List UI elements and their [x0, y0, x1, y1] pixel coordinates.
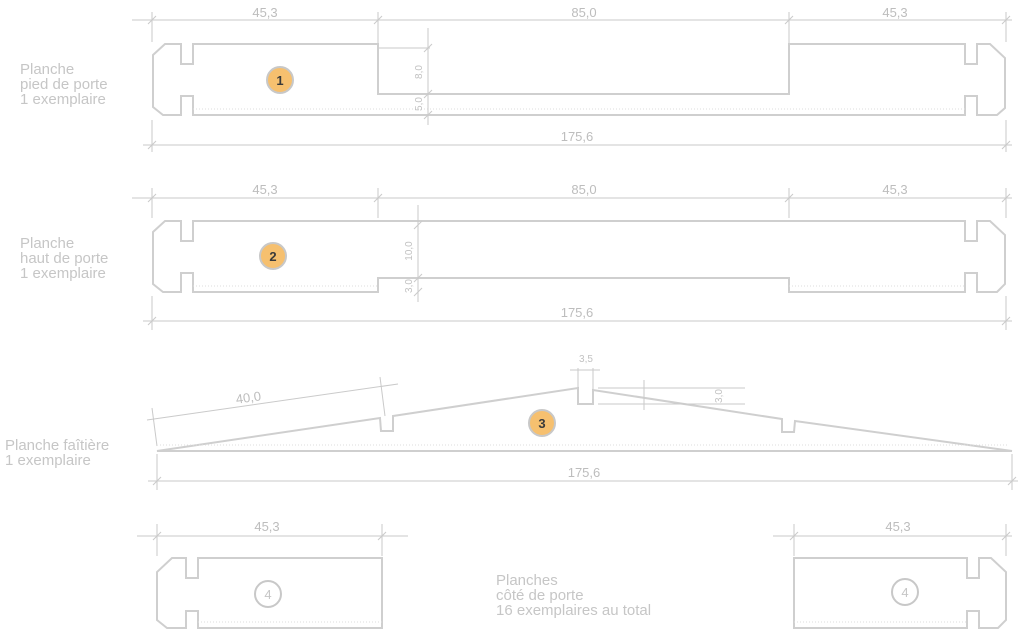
p4-right-dim: 45,3 — [885, 519, 910, 534]
part-4-label-line-2: côté de porte — [496, 587, 584, 604]
p1-dim-middle: 85,0 — [571, 5, 596, 20]
part-4-label: Planches côté de porte 16 exemplaires au… — [496, 573, 651, 618]
p1-dim-right: 45,3 — [882, 5, 907, 20]
part-2-label-line-2: haut de porte — [20, 250, 109, 267]
p3-notch-depth: 3,0 — [714, 389, 725, 403]
p1-dim-left: 45,3 — [252, 5, 277, 20]
p4-left-dim: 45,3 — [254, 519, 279, 534]
badge-3 — [528, 409, 556, 437]
badge-3-number: 3 — [538, 416, 545, 431]
board-3-outline — [156, 386, 1013, 452]
part-4-drawing: 45,3 4 45,3 4 — [137, 519, 1012, 629]
p2-remaining: 3,0 — [404, 279, 415, 293]
part-3-label-line-1: Planche faîtière — [5, 437, 110, 454]
part-4-label-line-3: 16 exemplaires au total — [496, 602, 652, 619]
badge-4-left — [254, 580, 282, 608]
part-1-label: Planche pied de porte 1 exemplaire — [20, 62, 108, 107]
p1-remaining: 5,0 — [414, 97, 425, 111]
p2-dim-left: 45,3 — [252, 182, 277, 197]
badge-1 — [266, 66, 294, 94]
part-2-label: Planche haut de porte 1 exemplaire — [20, 236, 108, 281]
p1-dim-total: 175,6 — [561, 129, 594, 144]
part-1-label-line-1: Planche — [20, 61, 75, 78]
badge-1-number: 1 — [276, 73, 283, 88]
board-1-outline — [152, 43, 1006, 116]
board-4-left-outline — [156, 557, 383, 629]
badge-4-right — [891, 578, 919, 606]
p2-dim-right: 45,3 — [882, 182, 907, 197]
p1-cut-height: 8,0 — [414, 65, 425, 79]
part-2-label-line-3: 1 exemplaire — [20, 265, 106, 282]
badge-4-left-number: 4 — [264, 587, 271, 602]
badge-2-number: 2 — [269, 249, 276, 264]
part-4-label-line-1: Planches — [496, 572, 558, 589]
board-4-right-outline — [793, 557, 1007, 629]
badge-2 — [259, 242, 287, 270]
part-2-drawing: 45,3 85,0 45,3 10,0 3,0 175,6 2 — [132, 182, 1012, 330]
part-1-drawing: 45,3 85,0 45,3 8,0 5,0 175,6 1 — [132, 5, 1012, 152]
part-2-label-line-1: Planche — [20, 235, 75, 252]
p3-dim-total: 175,6 — [568, 465, 601, 480]
part-1-label-line-3: 1 exemplaire — [20, 91, 106, 108]
part-3-label: Planche faîtière 1 exemplaire — [5, 438, 109, 468]
part-3-label-line-2: 1 exemplaire — [5, 452, 91, 469]
p3-notch-width: 3,5 — [579, 354, 593, 365]
p2-dim-total: 175,6 — [561, 305, 594, 320]
badge-4-right-number: 4 — [901, 585, 908, 600]
p2-cut-height: 10,0 — [404, 241, 415, 261]
p2-dim-middle: 85,0 — [571, 182, 596, 197]
part-3-drawing: 40,0 3,5 3,0 175,6 3 — [146, 354, 1018, 490]
p3-slope-dim: 40,0 — [235, 388, 262, 406]
part-1-label-line-2: pied de porte — [20, 76, 108, 93]
board-2-outline — [152, 220, 1006, 293]
